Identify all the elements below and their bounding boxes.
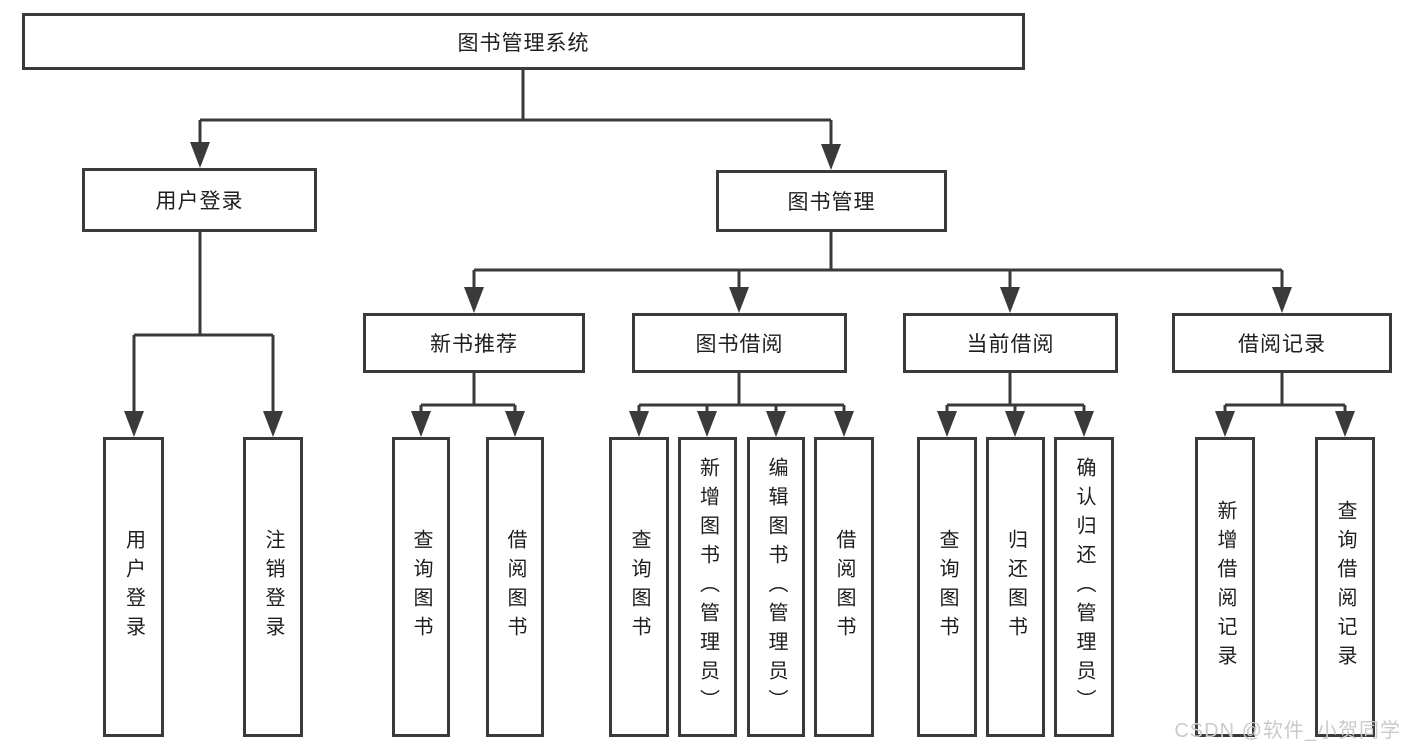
leaf-add-books-admin-label: 新增图书（管理员） bbox=[696, 456, 719, 718]
leaf-return-books-label: 归还图书 bbox=[1004, 529, 1027, 645]
leaf-query-books-under-borrow-label: 查询图书 bbox=[628, 529, 650, 645]
leaf-user-login-label: 用户登录 bbox=[122, 529, 145, 645]
arrowheads bbox=[124, 142, 1355, 437]
node-book-management: 图书管理 bbox=[716, 170, 947, 232]
leaf-confirm-return-admin: 确认归还（管理员） bbox=[1054, 437, 1114, 737]
node-book-borrow: 图书借阅 bbox=[632, 313, 847, 373]
leaf-query-books-under-current-label: 查询图书 bbox=[936, 529, 958, 645]
node-current-borrow-label: 当前借阅 bbox=[966, 333, 1055, 356]
leaf-borrow-books-under-recommend-label: 借阅图书 bbox=[504, 529, 526, 645]
leaf-logout-label: 注销登录 bbox=[262, 529, 284, 645]
node-user-login: 用户登录 bbox=[82, 168, 317, 232]
leaf-query-borrow-record-label: 查询借阅记录 bbox=[1334, 500, 1356, 674]
leaf-add-borrow-record: 新增借阅记录 bbox=[1195, 437, 1255, 737]
node-new-book-recommend-label: 新书推荐 bbox=[430, 333, 518, 356]
leaf-edit-books-admin-label: 编辑图书（管理员） bbox=[765, 456, 787, 718]
node-root-system: 图书管理系统 bbox=[22, 13, 1025, 70]
leaf-query-borrow-record: 查询借阅记录 bbox=[1315, 437, 1375, 737]
node-borrow-record: 借阅记录 bbox=[1172, 313, 1392, 373]
leaf-query-books-under-recommend: 查询图书 bbox=[392, 437, 450, 737]
leaf-confirm-return-admin-label: 确认归还（管理员） bbox=[1073, 456, 1095, 718]
node-current-borrow: 当前借阅 bbox=[903, 313, 1118, 373]
leaf-add-books-admin: 新增图书（管理员） bbox=[678, 437, 737, 737]
node-borrow-record-label: 借阅记录 bbox=[1238, 333, 1326, 356]
node-root-label: 图书管理系统 bbox=[457, 31, 590, 55]
leaf-return-books: 归还图书 bbox=[986, 437, 1045, 737]
node-book-borrow-label: 图书借阅 bbox=[695, 333, 784, 356]
node-new-book-recommend: 新书推荐 bbox=[363, 313, 585, 373]
leaf-borrow-books: 借阅图书 bbox=[814, 437, 874, 737]
csdn-watermark: CSDN @软件_小贺同学 bbox=[1174, 720, 1401, 742]
node-user-login-label: 用户登录 bbox=[155, 190, 244, 213]
leaf-borrow-books-label: 借阅图书 bbox=[833, 529, 855, 645]
leaf-query-books-under-current: 查询图书 bbox=[917, 437, 977, 737]
node-book-management-label: 图书管理 bbox=[787, 191, 876, 214]
leaf-query-books-under-recommend-label: 查询图书 bbox=[410, 529, 432, 645]
leaf-user-login: 用户登录 bbox=[103, 437, 164, 737]
leaf-query-books-under-borrow: 查询图书 bbox=[609, 437, 669, 737]
leaf-borrow-books-under-recommend: 借阅图书 bbox=[486, 437, 544, 737]
leaf-edit-books-admin: 编辑图书（管理员） bbox=[747, 437, 805, 737]
leaf-add-borrow-record-label: 新增借阅记录 bbox=[1214, 500, 1236, 674]
leaf-logout: 注销登录 bbox=[243, 437, 303, 737]
